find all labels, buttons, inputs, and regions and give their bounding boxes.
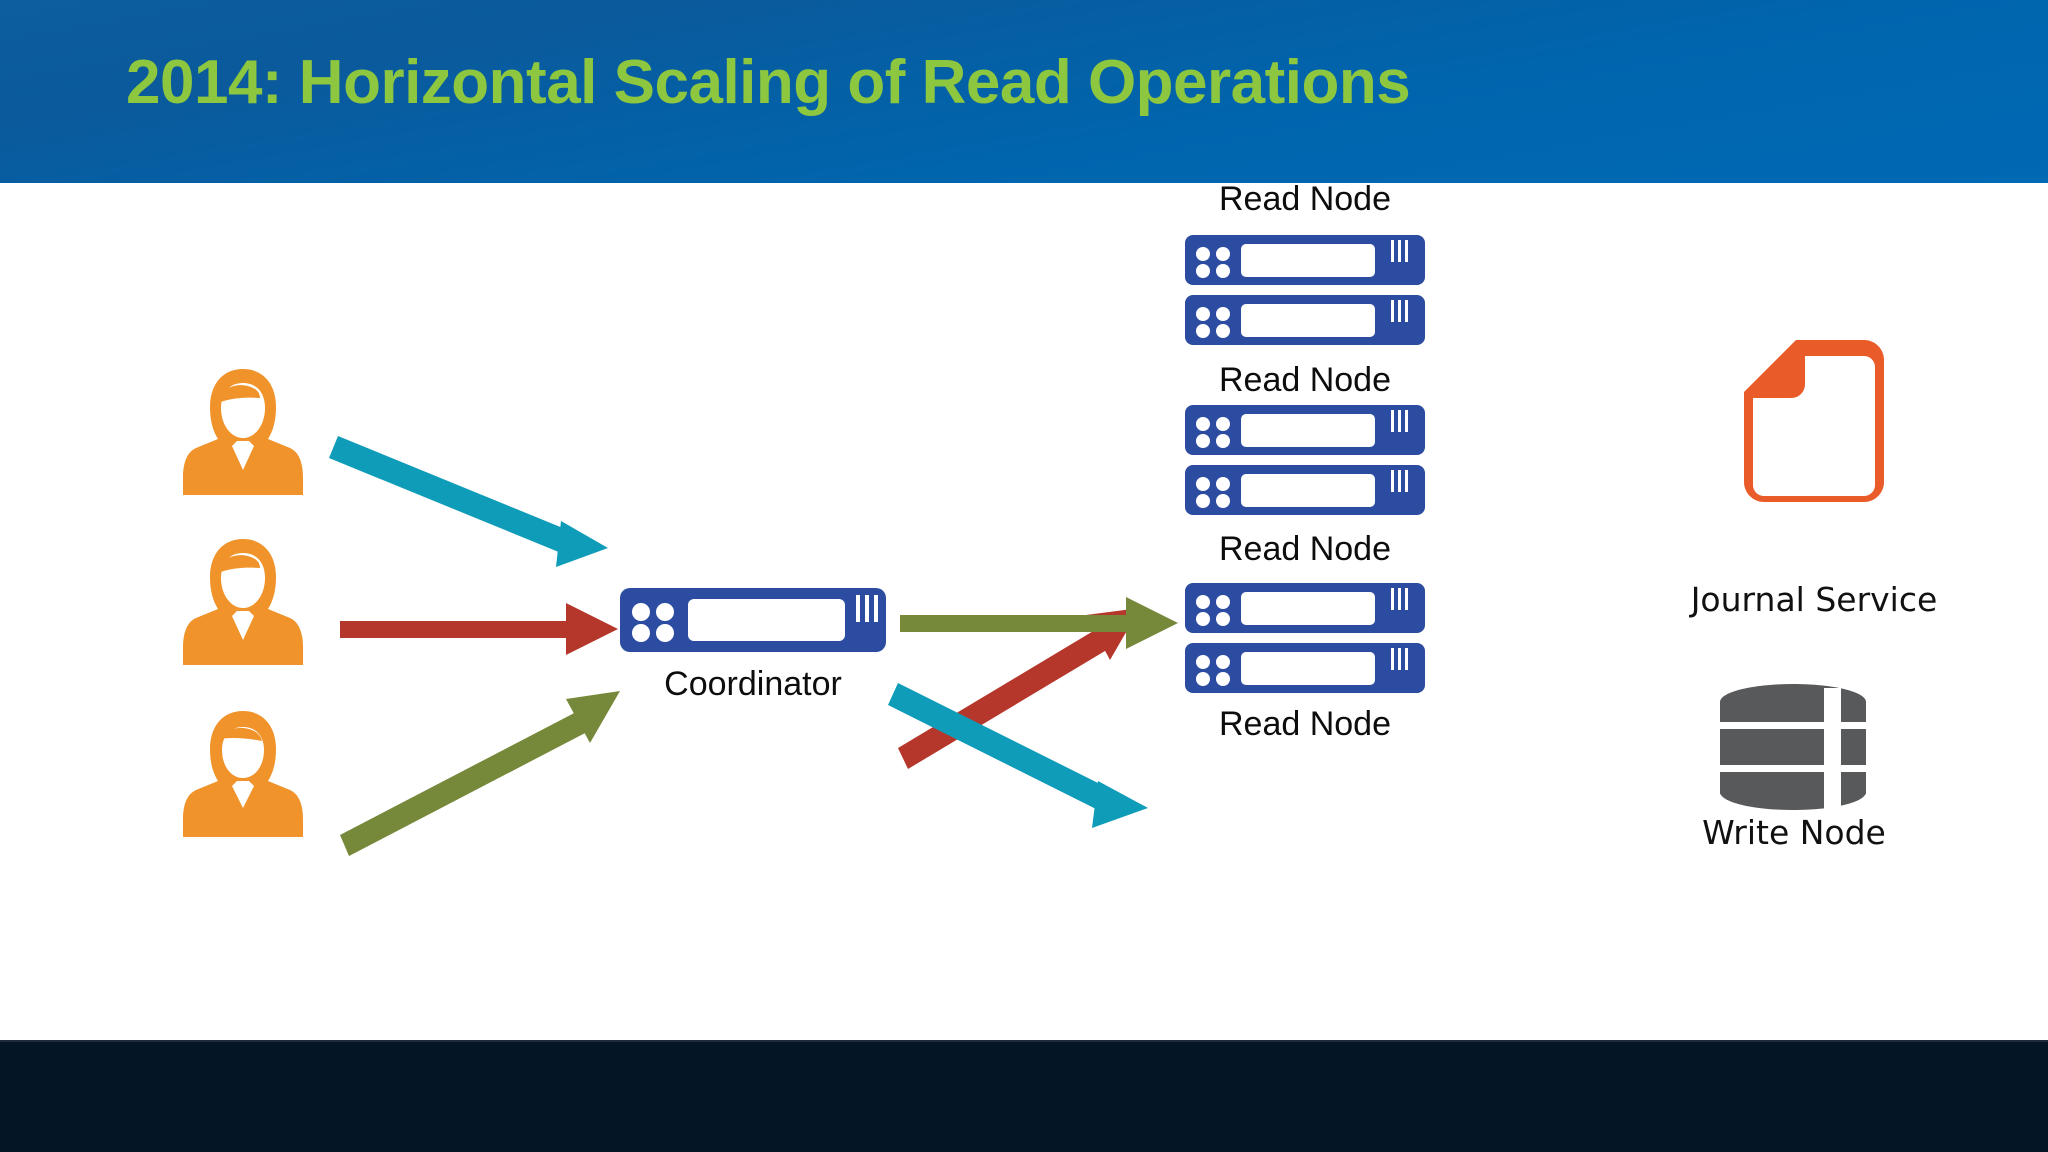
write-node-label: Write Node [1702,813,1886,852]
page-title: 2014: Horizontal Scaling of Read Operati… [126,48,1411,117]
person-icon [183,711,303,837]
journal-service-label: Journal Service [1690,580,1938,619]
server-stack-icon [1185,583,1425,693]
server-icon [620,588,886,652]
arrow-client-2-to-coordinator [340,603,618,655]
read-node-3[interactable] [1185,583,1425,699]
read-node-label-1: Read Node [1218,180,1391,218]
read-node-label-3: Read Node [1218,530,1391,568]
client-avatar-2[interactable] [183,537,303,667]
read-node-1[interactable] [1185,235,1425,351]
person-icon [183,539,303,665]
database-icon [1714,684,1872,810]
read-node-2[interactable] [1185,405,1425,521]
client-avatar-3[interactable] [183,709,303,839]
coordinator-label: Coordinator [664,665,842,703]
person-icon [183,369,303,495]
read-node-label-4: Read Node [1218,705,1391,743]
arrow-client-1-to-coordinator [329,436,608,567]
arrow-coordinator-to-read-node-2 [900,597,1178,649]
coordinator-node[interactable] [620,588,886,652]
arrow-client-3-to-coordinator [340,691,620,856]
server-stack-icon [1185,405,1425,515]
arrow-coordinator-to-read-node-3 [888,683,1148,828]
server-stack-icon [1185,235,1425,345]
arrow-coordinator-to-read-node-1 [898,608,1140,769]
header-bar: 2014: Horizontal Scaling of Read Operati… [0,0,2048,183]
footer-bar: PERFORCE #MERGE2013 [0,1040,2048,1152]
write-node[interactable] [1714,680,1872,814]
document-icon [1744,340,1884,502]
read-node-label-2: Read Node [1218,361,1391,399]
journal-service-node[interactable] [1744,340,1884,502]
client-avatar-1[interactable] [183,367,303,497]
diagram-canvas: Coordinator Read Node [0,180,2048,1040]
